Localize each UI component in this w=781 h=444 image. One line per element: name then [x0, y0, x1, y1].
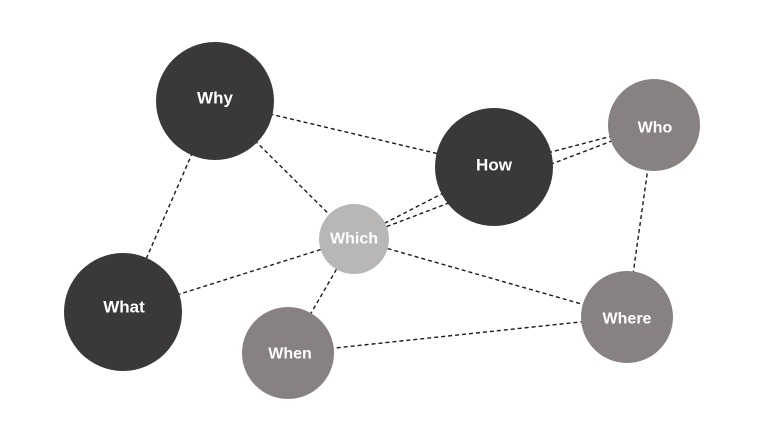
edge-when-where: [287, 316, 628, 354]
node-how-circle: [435, 108, 553, 226]
node-who: Who: [608, 79, 700, 171]
edge-which-where: [353, 238, 628, 318]
node-where-label: Where: [603, 311, 652, 328]
node-who-circle: [608, 79, 700, 171]
edge-which-what: [122, 238, 355, 313]
node-when: When: [242, 307, 334, 399]
node-what-label: What: [103, 298, 145, 317]
node-what-circle: [64, 253, 182, 371]
node-where: Where: [581, 271, 673, 363]
edge-which-who: [353, 124, 655, 240]
node-why: Why: [156, 42, 274, 160]
node-when-circle: [242, 307, 334, 399]
node-what: What: [64, 253, 182, 371]
node-which: Which: [319, 204, 389, 274]
node-when-label: When: [268, 346, 312, 363]
node-how-label: How: [476, 156, 513, 175]
node-where-circle: [581, 271, 673, 363]
node-why-circle: [156, 42, 274, 160]
edge-how-which: [353, 166, 495, 240]
node-which-label: Which: [330, 231, 378, 248]
node-which-circle: [319, 204, 389, 274]
node-how: How: [435, 108, 553, 226]
node-why-label: Why: [197, 89, 233, 108]
node-who-label: Who: [638, 120, 673, 137]
